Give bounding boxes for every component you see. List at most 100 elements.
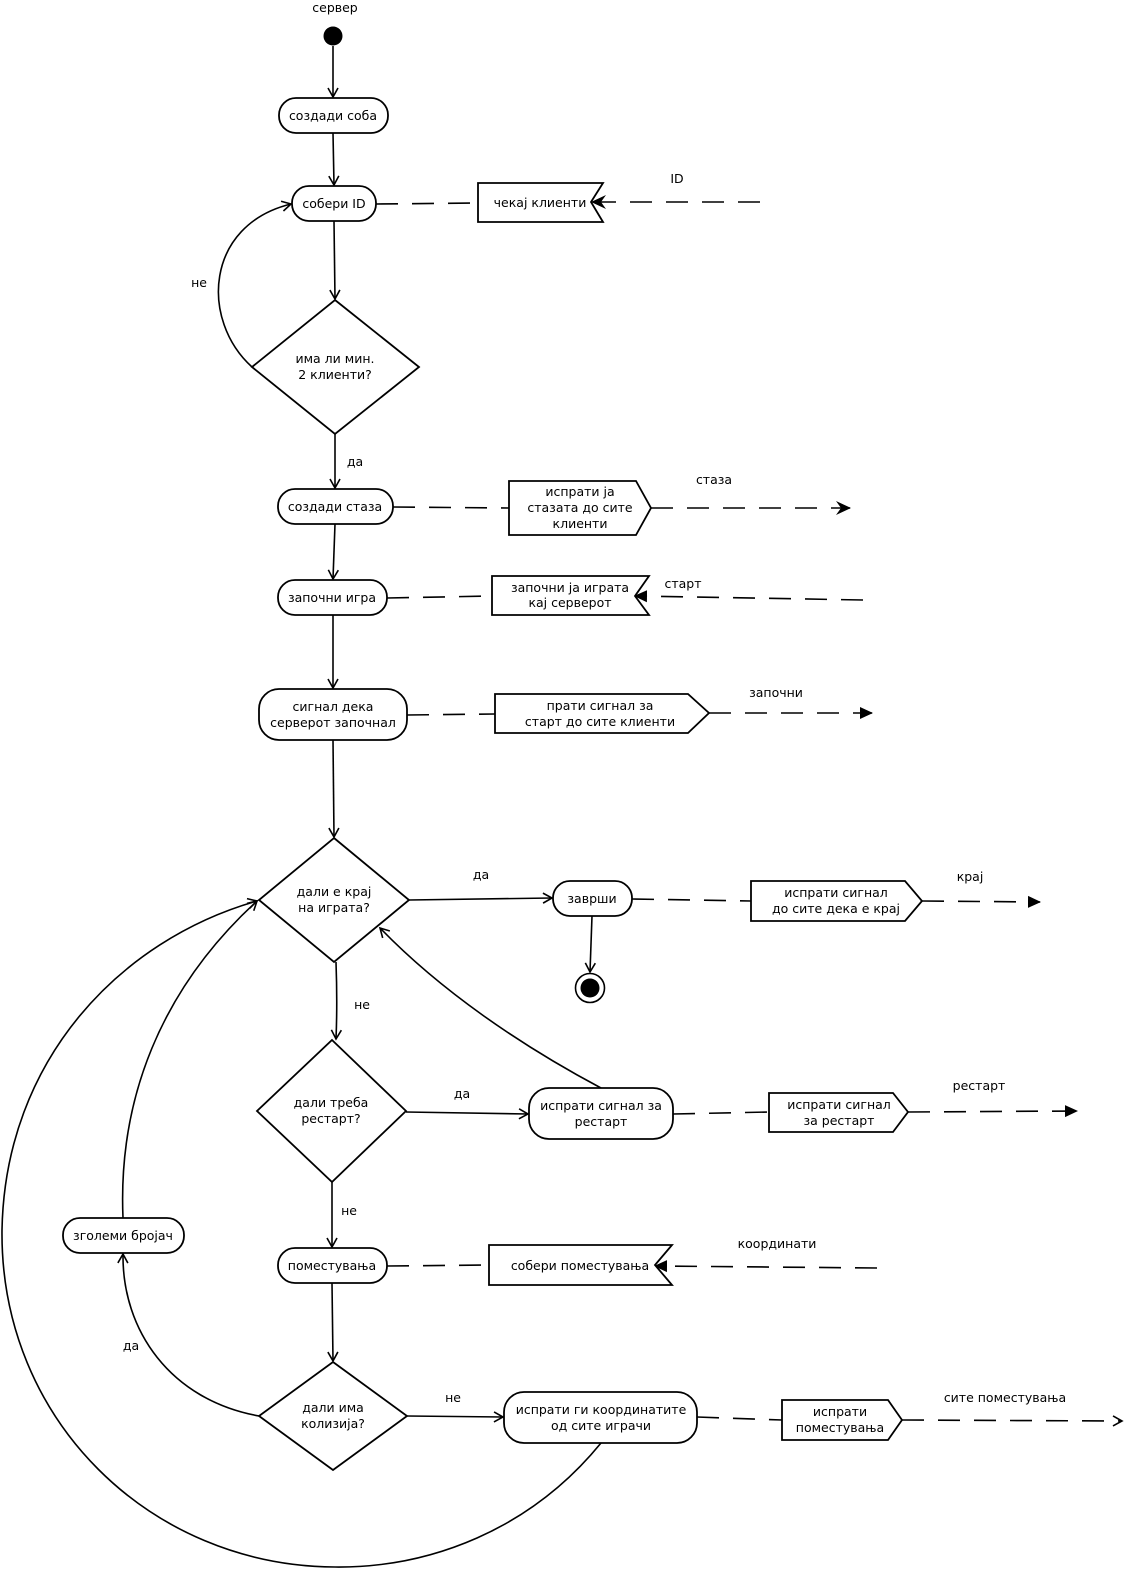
svg-text:собери ID: собери ID xyxy=(302,196,365,211)
svg-text:за рестарт: за рестарт xyxy=(804,1113,875,1128)
svg-text:колизија?: колизија? xyxy=(301,1416,365,1431)
dashed-flow xyxy=(386,1264,490,1267)
svg-text:серверот започнал: серверот започнал xyxy=(270,715,396,730)
svg-text:испрати сигнал: испрати сигнал xyxy=(784,885,888,900)
accept-signal-start-at-server: започни ја играта кај серверот xyxy=(491,575,651,616)
signal-label-id: ID xyxy=(670,171,683,186)
signal-label-coordinates: координати xyxy=(738,1236,817,1251)
flow-arrow xyxy=(584,915,597,974)
svg-text:стазата до сите: стазата до сите xyxy=(527,500,633,515)
svg-text:чекај клиенти: чекај клиенти xyxy=(494,195,587,210)
signal-label-started: започни xyxy=(749,685,803,700)
dashed-flow xyxy=(634,590,864,603)
svg-text:испрати ги координатите: испрати ги координатите xyxy=(516,1402,687,1417)
action-send-coordinates: испрати ги координатите од сите играчи xyxy=(503,1391,698,1444)
dashed-flow xyxy=(386,595,493,599)
svg-text:поместувања: поместувања xyxy=(796,1420,884,1435)
flow-arrow xyxy=(328,132,340,187)
action-server-started-signal: сигнал дека серверот започнал xyxy=(258,688,408,741)
dashed-flow xyxy=(375,202,479,205)
svg-text:создади соба: создади соба xyxy=(289,108,377,123)
flow-arrow xyxy=(327,1282,339,1363)
accept-signal-collect-movements: собери поместувања xyxy=(488,1244,674,1286)
svg-text:рестарт?: рестарт? xyxy=(301,1111,360,1126)
guard-label: не xyxy=(354,997,370,1012)
decision-collision: дали има колизија? xyxy=(257,1360,409,1472)
svg-text:2 клиенти?: 2 клиенти? xyxy=(298,367,372,382)
svg-text:има ли мин.: има ли мин. xyxy=(296,351,375,366)
guard-label: не xyxy=(191,275,207,290)
final-node xyxy=(574,972,606,1004)
control-flows xyxy=(1,46,602,1568)
signal-label-track: стаза xyxy=(696,472,732,487)
svg-text:дали треба: дали треба xyxy=(294,1095,369,1110)
flow-arrow xyxy=(327,523,340,581)
accept-signal-wait-clients: чекај клиенти xyxy=(477,182,605,223)
flow-arrow xyxy=(405,1108,530,1120)
svg-text:испрати сигнал за: испрати сигнал за xyxy=(540,1098,662,1113)
dashed-flow xyxy=(654,1260,878,1273)
guard-label: да xyxy=(454,1086,470,1101)
flow-arrow xyxy=(378,926,602,1089)
flow-arrow xyxy=(1,897,602,1568)
action-start-game: започни игра xyxy=(277,579,388,616)
action-send-restart-signal: испрати сигнал за рестарт xyxy=(528,1087,674,1140)
dashed-flow xyxy=(901,1415,1124,1427)
flow-arrow xyxy=(121,899,259,1219)
svg-text:создади стаза: создади стаза xyxy=(288,499,382,514)
swimlane-label: сервер xyxy=(312,0,358,15)
svg-text:дали е крај: дали е крај xyxy=(297,884,372,899)
guard-label: да xyxy=(347,454,363,469)
svg-text:старт до сите клиенти: старт до сите клиенти xyxy=(525,714,675,729)
flow-arrow xyxy=(217,200,293,368)
guard-label: не xyxy=(341,1203,357,1218)
svg-text:испрати ја: испрати ја xyxy=(545,484,614,499)
svg-text:започни ја играта: започни ја играта xyxy=(511,580,629,595)
svg-text:рестарт: рестарт xyxy=(575,1114,628,1129)
svg-text:клиенти: клиенти xyxy=(553,516,608,531)
flow-arrow xyxy=(328,739,340,839)
svg-text:на играта?: на играта? xyxy=(298,900,370,915)
flow-arrow xyxy=(408,892,554,904)
dashed-flow xyxy=(406,713,496,716)
action-create-track: создади стаза xyxy=(277,488,394,525)
svg-text:до сите дека е крај: до сите дека е крај xyxy=(772,901,900,916)
send-signal-movements: испрати поместувања xyxy=(781,1399,904,1441)
action-movements: поместувања xyxy=(277,1247,388,1284)
signal-label-start: старт xyxy=(664,576,701,591)
svg-text:поместувања: поместувања xyxy=(288,1258,376,1273)
dashed-flow xyxy=(672,1111,770,1115)
dashed-flow xyxy=(907,1105,1078,1118)
signal-label-restart: рестарт xyxy=(953,1078,1006,1093)
signal-flows xyxy=(375,195,1124,1427)
send-signal-track: испрати ја стазата до сите клиенти xyxy=(508,480,653,536)
svg-text:зголеми бројач: зголеми бројач xyxy=(73,1228,173,1243)
action-collect-id: собери ID xyxy=(291,185,377,222)
dashed-flow xyxy=(392,506,510,509)
svg-text:сигнал дека: сигнал дека xyxy=(293,699,374,714)
svg-text:испрати: испрати xyxy=(813,1404,867,1419)
svg-text:дали има: дали има xyxy=(302,1400,364,1415)
action-finish: заврши xyxy=(552,880,633,917)
svg-text:кај серверот: кај серверот xyxy=(528,595,611,610)
svg-text:испрати сигнал: испрати сигнал xyxy=(787,1097,891,1112)
send-signal-restart: испрати сигнал за рестарт xyxy=(768,1092,910,1133)
svg-text:прати сигнал за: прати сигнал за xyxy=(547,698,654,713)
signal-label-end: крај xyxy=(957,869,984,884)
guard-label: не xyxy=(445,1390,461,1405)
svg-text:од сите играчи: од сите играчи xyxy=(551,1418,651,1433)
dashed-flow xyxy=(696,1416,783,1421)
guard-label: да xyxy=(123,1338,139,1353)
send-signal-end: испрати сигнал до сите дека е крај xyxy=(750,880,924,922)
flow-arrow xyxy=(329,220,341,301)
signal-label-all-movements: сите поместувања xyxy=(944,1390,1066,1405)
action-increment-counter: зголеми бројач xyxy=(62,1217,185,1254)
send-signal-start: прати сигнал за старт до сите клиенти xyxy=(494,693,711,734)
dashed-flow xyxy=(631,898,752,902)
decision-game-over: дали е крај на играта? xyxy=(257,836,411,964)
svg-text:започни игра: започни игра xyxy=(288,590,376,605)
flow-arrow xyxy=(330,961,343,1041)
svg-text:заврши: заврши xyxy=(567,891,616,906)
dashed-flow xyxy=(921,895,1041,908)
